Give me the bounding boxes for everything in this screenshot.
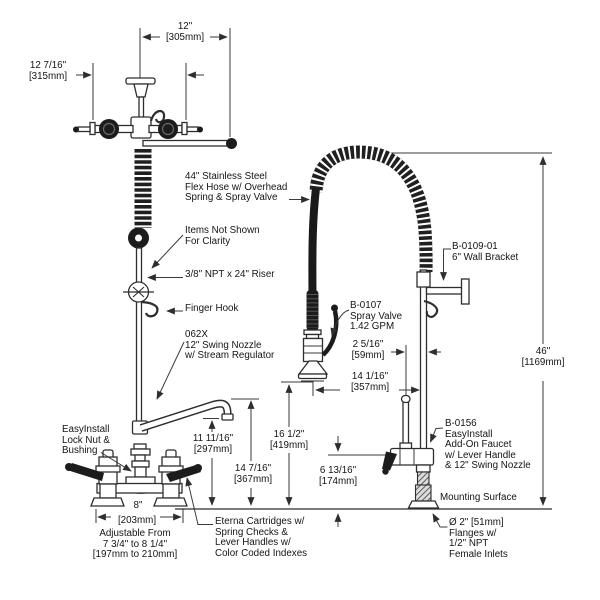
addon-faucet-body	[389, 447, 435, 466]
left-lever-handle	[67, 463, 104, 481]
dim-spread-12-7-16	[76, 63, 204, 120]
note-eterna: Eterna Cartridges w/ Spring Checks & Lev…	[215, 516, 308, 559]
flex-hose	[308, 187, 320, 293]
dim-label-overall: 46" [1169mm]	[521, 346, 565, 368]
bridge-pipe	[96, 482, 183, 494]
wall-bracket-arm	[425, 286, 465, 295]
riser-clip-hook	[423, 299, 439, 318]
addon-lever-handle	[382, 451, 397, 471]
dim-arm-12in	[139, 28, 231, 137]
note-addon-faucet: B-0156 EasyInstall Add-On Faucet w/ Leve…	[445, 418, 531, 472]
addon-nozzle-post	[402, 399, 410, 449]
squeeze-lever	[321, 310, 339, 357]
dim-label-valve-offset: 2 5/16" [59mm]	[351, 339, 385, 361]
wall-mount-mixing-unit	[73, 77, 237, 435]
leader-items	[151, 234, 184, 269]
dim-label-centers-adjustable: Adjustable From 7 3/4" to 8 1/4" [197mm …	[92, 528, 178, 561]
leader-b0156	[430, 427, 444, 443]
riser-pipe	[135, 247, 143, 430]
spray-valve-unit	[297, 290, 350, 382]
leader-flanges	[432, 513, 448, 528]
dim-addon-nozzle-height	[328, 436, 391, 527]
note-items: Items Not Shown For Clarity	[185, 225, 260, 247]
deck-mount-faucet	[65, 443, 202, 507]
wall-hook	[149, 110, 166, 124]
leader-swing-nozzle	[156, 341, 185, 400]
right-lever-handle	[166, 465, 201, 482]
dim-spray-face-height	[281, 381, 313, 506]
lock-nut	[130, 448, 151, 456]
dim-nozzle-top-height	[231, 398, 259, 506]
dim-label-spread-top: 12 7/16" [315mm]	[28, 60, 68, 82]
note-mounting-surface: Mounting Surface	[440, 492, 517, 503]
spray-valve-body	[302, 337, 324, 363]
support-arm	[142, 139, 229, 147]
dim-label-nozzle-out: 11 11/16" [297mm]	[192, 433, 234, 455]
dim-hose-offset	[312, 381, 420, 396]
dim-label-arm: 12" [305mm]	[165, 21, 205, 43]
note-spray-valve: B-0107 Spray Valve 1.42 GPM	[350, 300, 403, 333]
left-valve-handle	[99, 119, 119, 139]
leader-b0109	[440, 248, 451, 281]
leader-lock-nut	[100, 452, 132, 472]
dim-label-addon-height: 6 13/16" [174mm]	[318, 465, 358, 487]
dim-label-nozzle-top: 14 7/16" [367mm]	[233, 463, 273, 485]
dim-label-spray-face: 16 1/2" [419mm]	[269, 429, 309, 451]
hose-grip	[306, 290, 319, 331]
mixing-body	[130, 116, 152, 139]
leader-eterna	[185, 477, 213, 525]
dim-valve-offset	[391, 345, 441, 395]
dim-label-centers-mm: [203mm]	[117, 515, 157, 526]
right-valve-handle	[158, 119, 178, 139]
note-wall-bracket: B-0109-01 6" Wall Bracket	[452, 241, 519, 263]
dim-label-centers-in: 8"	[133, 500, 143, 511]
note-leaders	[100, 196, 310, 525]
note-flex-hose: 44" Stainless Steel Flex Hose w/ Overhea…	[185, 171, 288, 204]
spray-head-bell	[297, 360, 329, 375]
wall-bracket-plate	[460, 278, 470, 305]
note-riser: 3/8" NPT x 24" Riser	[185, 269, 275, 280]
dim-nozzle-outlet-height	[203, 418, 219, 506]
note-finger-hook: Finger Hook	[185, 303, 239, 314]
flex-hose-and-spring	[308, 145, 552, 293]
overhead-spring-arch	[309, 145, 433, 273]
note-swing-nozzle: 062X 12" Swing Nozzle w/ Stream Regulato…	[185, 329, 275, 362]
supply-nipple	[414, 484, 432, 502]
note-flanges: Ø 2" [51mm] Flanges w/ 1/2" NPT Female I…	[449, 517, 508, 560]
finger-hook-part	[141, 300, 159, 318]
addon-faucet-unit	[382, 248, 470, 528]
leader-b0107	[330, 309, 350, 337]
note-lock-nut: EasyInstall Lock Nut & Bushing	[62, 424, 110, 457]
deck-flange	[407, 500, 440, 509]
ceiling-flange	[125, 77, 156, 85]
dim-label-hose-offset: 14 1/16" [357mm]	[350, 371, 390, 393]
dim-centers-8in	[95, 509, 184, 523]
